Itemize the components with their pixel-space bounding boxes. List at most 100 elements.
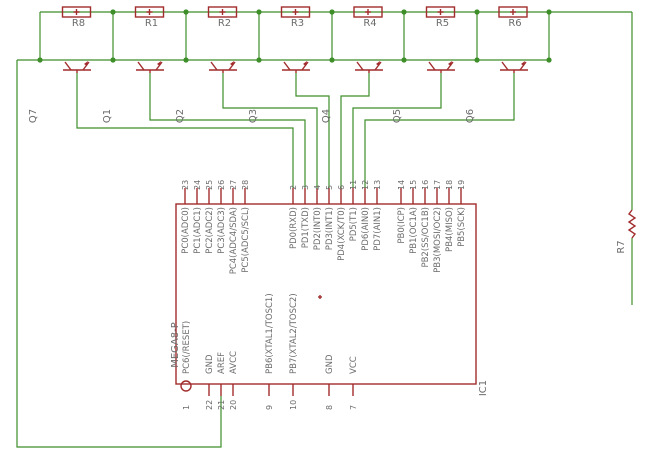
junction-dot: [110, 9, 116, 15]
transistor-label: Q7: [28, 109, 39, 123]
pin-number: 2: [289, 185, 298, 190]
resistor-r7: [627, 209, 637, 239]
pin-number: 10: [289, 400, 298, 410]
resistor-r4: [353, 6, 383, 18]
transistor-q1: [136, 61, 164, 73]
junction-dot: [183, 9, 189, 15]
transistor-q2: [209, 61, 237, 73]
pin-number: 24: [193, 180, 202, 190]
pin-signal: GND: [325, 354, 335, 374]
resistor-label: R3: [291, 18, 304, 29]
transistor-label: Q3: [248, 109, 259, 123]
ic-mega8: [175, 203, 477, 392]
pin-signal: PB0(ICP): [397, 207, 407, 244]
pin-signal: PB4(MISO): [445, 207, 455, 252]
junction-dot: [329, 57, 335, 63]
pin-signal: PD6(AIN0): [361, 207, 371, 251]
junction-dot: [110, 57, 116, 63]
pin-number: 22: [205, 400, 214, 410]
pin-signal: PD4(XCK/T0): [337, 207, 347, 261]
pin-signal: PD1(TXD): [301, 207, 311, 248]
pin-number: 8: [325, 405, 334, 410]
transistor-label: Q2: [175, 109, 186, 123]
transistor-q5: [427, 61, 455, 73]
pin-signal: PD7(AIN1): [373, 207, 383, 251]
junction-dot: [401, 57, 407, 63]
base-wire: [295, 73, 330, 188]
transistor-label: Q5: [392, 109, 403, 123]
resistor-label-r7: R7: [616, 240, 627, 253]
parts: [61, 6, 637, 396]
resistor-r5: [425, 6, 456, 18]
pin-signal: PC0(ADC0): [181, 207, 191, 254]
base-wire: [76, 73, 294, 188]
pin-number: 7: [349, 405, 358, 410]
pin-number: 25: [205, 180, 214, 190]
resistor-label: R4: [363, 18, 376, 29]
pin-signal: PC4(ADC4/SDA): [229, 207, 239, 274]
transistor-label: Q1: [102, 109, 113, 123]
resistor-r2: [207, 6, 238, 18]
resistor-r3: [280, 6, 311, 18]
base-wire: [222, 73, 318, 188]
pin-signal: PD3(INT1): [325, 207, 335, 250]
resistor-r1: [134, 6, 165, 18]
junction-dot: [474, 9, 480, 15]
pin-number: 16: [421, 180, 430, 190]
pin-signal: PB6(XTAL1/TOSC1): [265, 293, 275, 374]
pin-number: 27: [229, 180, 238, 190]
pin-number: 11: [349, 180, 358, 190]
resistor-label: R1: [145, 18, 158, 29]
pin-signal: PD2(INT0): [313, 207, 323, 250]
base-wire: [340, 73, 370, 188]
pin-signal: PC5(ADC5/SCL): [241, 207, 251, 273]
pin-signal: PC1(ADC1): [193, 207, 203, 254]
resistor-r8: [61, 6, 92, 18]
junction-dot: [329, 9, 335, 15]
ic-part: MEGA8-P: [170, 322, 181, 368]
pin-signal: AREF: [217, 352, 227, 374]
pin-number: 3: [301, 185, 310, 190]
junction-dot: [256, 9, 262, 15]
pin-number: 13: [373, 180, 382, 190]
pin-number: 28: [241, 180, 250, 190]
pin-signal: PD0(RXD): [289, 207, 299, 249]
transistor-q4: [355, 61, 383, 73]
pin-number: 9: [265, 405, 274, 410]
pin-signal: PB7(XTAL2/TOSC2): [289, 293, 299, 374]
pin-signal: PD5(T1): [349, 207, 359, 241]
pin-number: 19: [457, 180, 466, 190]
pin-signal: AVCC: [229, 351, 239, 374]
pin-number: 17: [433, 180, 442, 190]
junction-dot: [546, 9, 552, 15]
base-wire: [364, 73, 515, 188]
transistor-label: Q6: [465, 109, 476, 123]
pin-number: 18: [445, 180, 454, 190]
pin-number: 6: [337, 185, 346, 190]
junction-dot: [401, 9, 407, 15]
pin-number: 20: [229, 400, 238, 410]
pin-number: 21: [217, 400, 226, 410]
pin-signal: PB1(OC1A): [409, 207, 419, 254]
pin-signal: GND: [205, 354, 215, 374]
wires: [16, 9, 633, 448]
ic-name: IC1: [478, 380, 489, 396]
q7-collector-wire: [16, 60, 222, 448]
pin-signal: PB3(MOSI/OC2): [433, 207, 443, 273]
pin-number: 4: [313, 185, 322, 190]
transistor-q7: [63, 61, 91, 73]
pin-signal: PC2(ADC2): [205, 207, 215, 254]
transistor-label: Q4: [321, 109, 332, 123]
pin-number: 12: [361, 180, 370, 190]
resistor-label: R5: [436, 18, 449, 29]
pin-signal: VCC: [349, 356, 359, 374]
base-wire: [352, 73, 442, 188]
resistor-r6: [498, 6, 528, 18]
junction-dot: [546, 57, 552, 63]
pin-number: 5: [325, 185, 334, 190]
pin-number: 14: [397, 180, 406, 190]
junction-dot: [256, 57, 262, 63]
pin-signal: PB5(SCK): [457, 207, 467, 247]
